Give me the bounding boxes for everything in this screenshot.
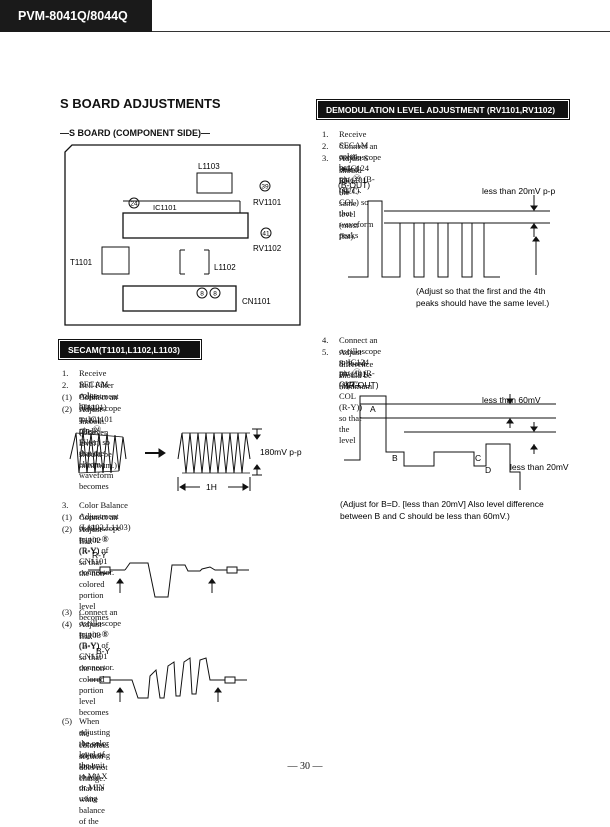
ry-waveform: R-Y [88, 550, 249, 598]
pin-24-mark: 24 [130, 201, 138, 208]
rout-mark-d: D [485, 465, 491, 475]
page-number: — 30 — [287, 761, 323, 772]
pin-41-mark: 41 [262, 231, 270, 238]
label-t1101: T1101 [70, 258, 93, 267]
label-rv1101: RV1101 [253, 198, 282, 207]
rout-note-2: between B and C should be less than 60mV… [340, 511, 510, 521]
rout-mark-c: C [475, 453, 481, 463]
s-board-diagram: L1103 24 IC1101 39 RV1101 41 RV1102 T110… [64, 144, 301, 326]
section-title: S BOARD ADJUSTMENTS [60, 96, 221, 111]
bell-period-label: 1H [206, 482, 217, 492]
header-rule [152, 31, 610, 32]
by-waveform: B-Y [88, 646, 247, 702]
rout-label: (R-OUT) [346, 380, 379, 390]
ry-label: R-Y [92, 550, 107, 560]
rout-level-label-2: less than 20mV [510, 462, 569, 472]
demodulation-header: DEMODULATION LEVEL ADJUSTMENT (RV1101,RV… [316, 99, 570, 120]
label-cn1101: CN1101 [242, 297, 271, 306]
label-l1103: L1103 [198, 162, 220, 171]
bout-level-label: less than 20mV p-p [482, 186, 556, 196]
rout-waveform: (R-OUT) less than 60mV less than 20mV A … [340, 380, 569, 521]
bout-note-1: (Adjust so that the first and the 4th [416, 286, 546, 296]
bout-label: (B-OUT) [338, 180, 370, 190]
secam-header: SECAM(T1101,L1102,L1103) [58, 339, 202, 360]
rout-mark-a: A [370, 404, 376, 414]
rout-note-1: (Adjust for B=D. [less than 20mV] Also l… [340, 499, 544, 509]
pin-8-mark-b: 8 [213, 291, 217, 298]
bout-waveform: (B-OUT) less than 20mV p-p (Adjust so th… [338, 180, 556, 308]
label-l1102: L1102 [214, 263, 236, 272]
by-label: B-Y [96, 646, 111, 656]
pin-39-mark: 39 [261, 184, 269, 191]
model-header: PVM-8041Q/8044Q [0, 0, 152, 32]
bout-note-2: peaks should have the same level.) [416, 298, 549, 308]
label-rv1102: RV1102 [253, 244, 282, 253]
label-ic1101: IC1101 [153, 203, 177, 212]
pin-8-mark-a: 8 [200, 291, 204, 298]
rout-mark-b: B [392, 453, 398, 463]
bell-level-label: 180mV p-p [260, 447, 302, 457]
bell-filter-waveform: 180mV p-p 1H [69, 428, 302, 492]
board-subtitle: —S BOARD (COMPONENT SIDE)— [60, 128, 211, 138]
